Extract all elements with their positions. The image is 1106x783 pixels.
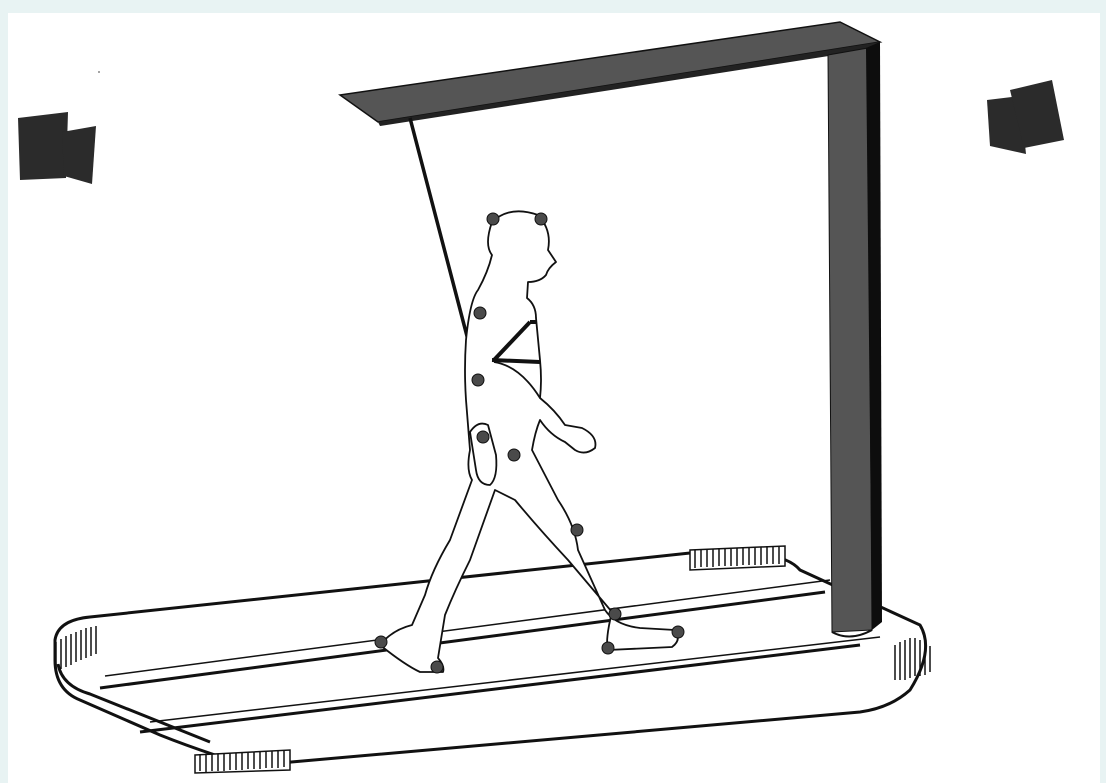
marker-elbow xyxy=(472,374,484,386)
marker-ankle-front xyxy=(609,608,621,620)
marker-head-front xyxy=(535,213,547,225)
marker-knee xyxy=(571,524,583,536)
speck xyxy=(98,71,100,73)
overhead-support-frame xyxy=(340,22,882,637)
marker-heel-front xyxy=(602,642,614,654)
back-roller xyxy=(690,546,785,570)
marker-hip xyxy=(508,449,520,461)
treadmill-platform xyxy=(55,546,930,773)
right-camera-icon xyxy=(987,80,1064,154)
marker-heel-back xyxy=(375,636,387,648)
marker-head-back xyxy=(487,213,499,225)
marker-shoulder xyxy=(474,307,486,319)
left-camera-icon xyxy=(18,112,96,184)
marker-wrist xyxy=(477,431,489,443)
marker-toe-back xyxy=(431,661,443,673)
harness-suspension-cable xyxy=(410,118,468,340)
marker-toe-front xyxy=(672,626,684,638)
